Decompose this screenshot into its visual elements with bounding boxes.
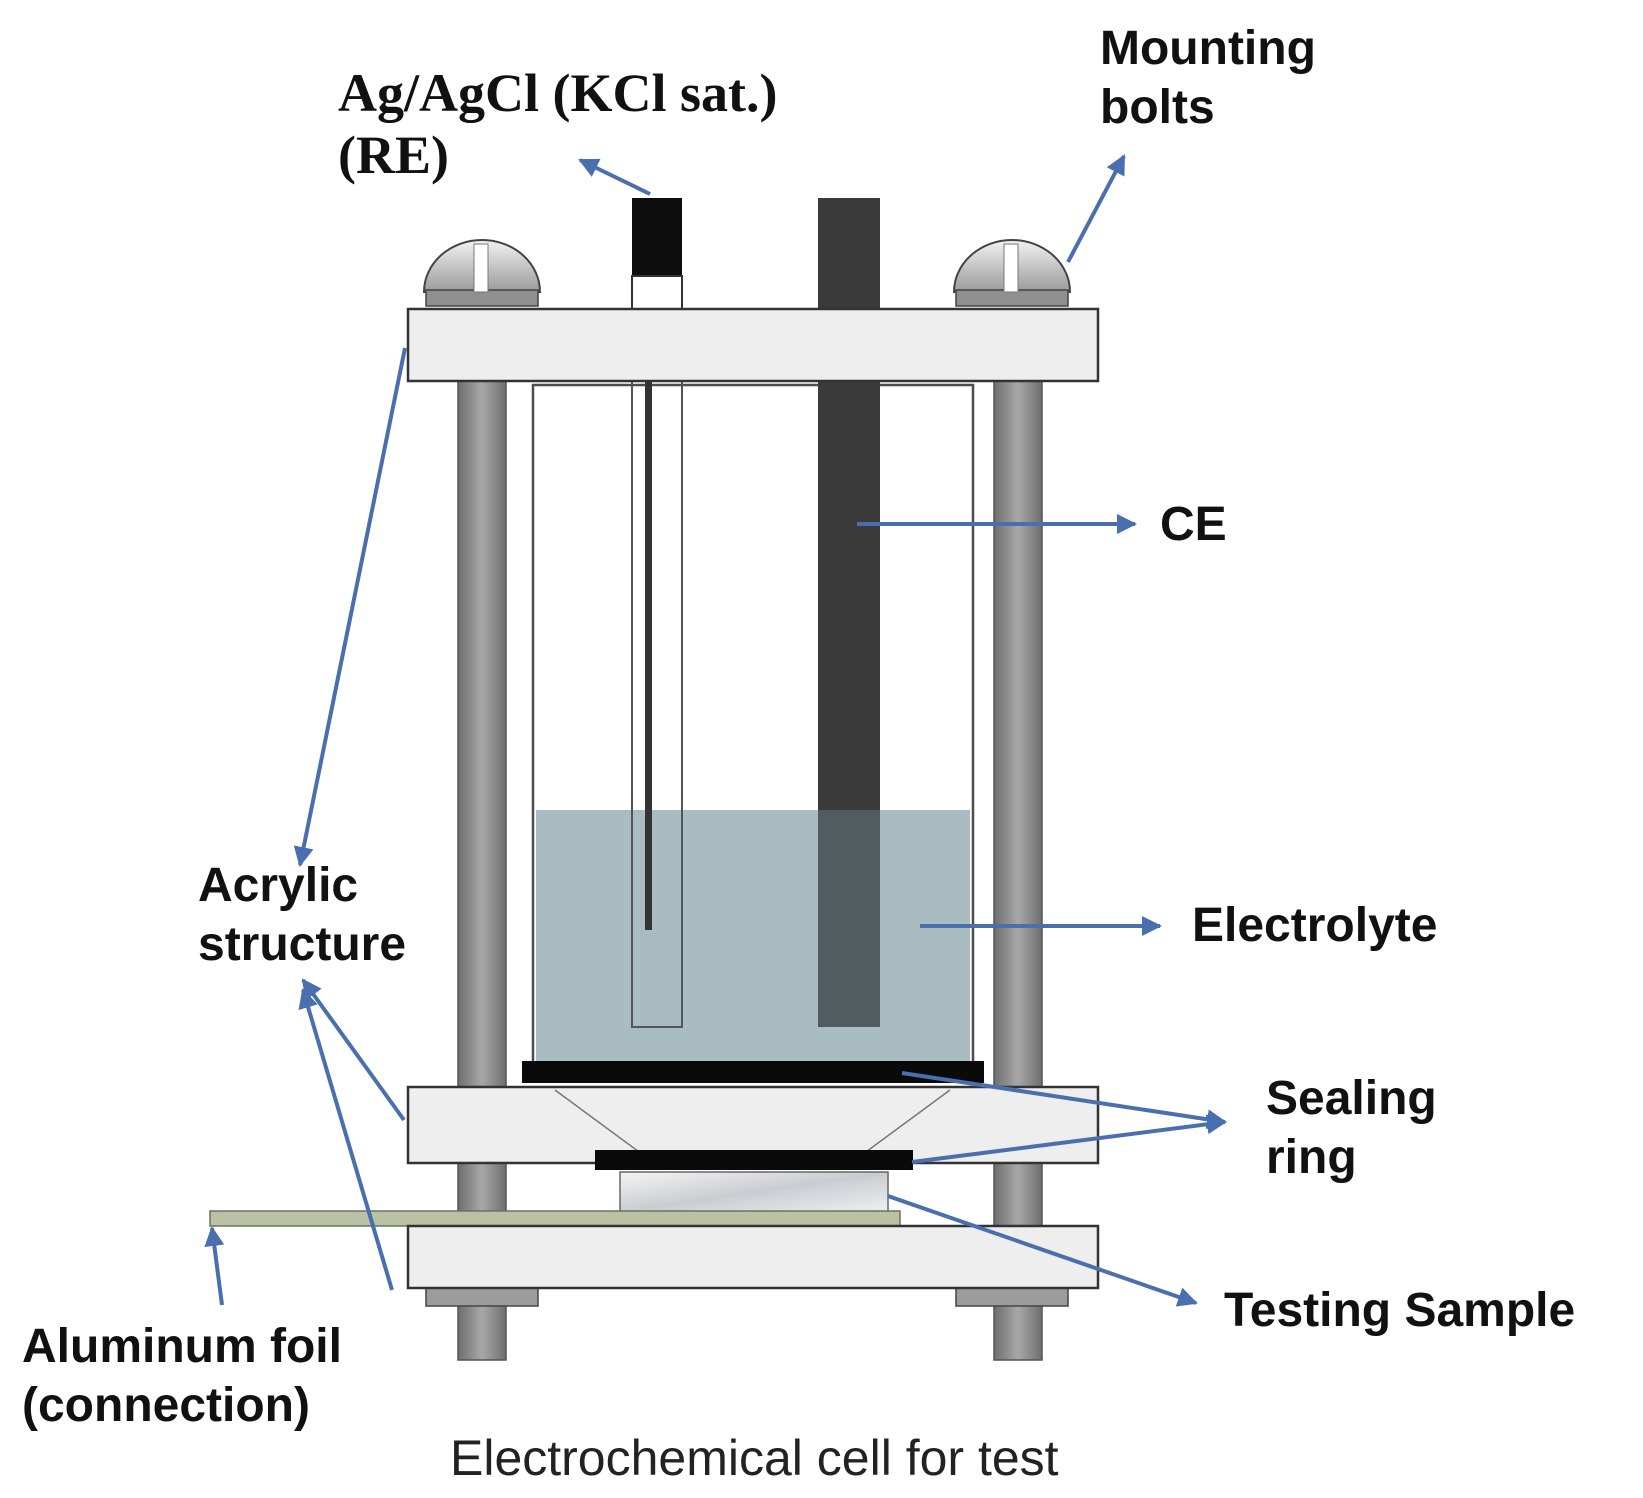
- sealing-ring-label: Sealing ring: [1266, 1070, 1437, 1187]
- aluminum-foil-label: Aluminum foil (connection): [22, 1318, 342, 1435]
- right-bottom-nut: [955, 1287, 1069, 1307]
- aluminum-foil: [209, 1210, 901, 1227]
- upper-sealing-ring: [522, 1061, 984, 1083]
- acrylic-structure-label-line1: Acrylic: [198, 859, 359, 912]
- electrolyte-label: Electrolyte: [1192, 899, 1438, 952]
- counter-electrode-upper: [818, 198, 880, 810]
- left-bottom-nut: [425, 1287, 539, 1307]
- arrow-aluminum-foil: [204, 1226, 225, 1306]
- counter-electrode-label: CE: [1160, 498, 1227, 551]
- sealing-ring-label-line2: ring: [1266, 1130, 1357, 1184]
- arrow-acrylic-middle: [301, 978, 406, 1122]
- aluminum-foil-label-line1: Aluminum foil: [22, 1320, 342, 1373]
- arrow-acrylic-top: [293, 347, 407, 867]
- reference-electrode-label-line1: Ag/AgCl (KCl sat.): [338, 63, 778, 123]
- bottom-acrylic-plate: [406, 1224, 1100, 1290]
- arrow-acrylic-bottom: [298, 988, 394, 1291]
- reference-electrode-wire: [645, 378, 652, 930]
- acrylic-structure-label: Acrylic structure: [198, 857, 406, 974]
- mounting-bolts-label-line2: bolts: [1100, 80, 1215, 134]
- reference-electrode-label-line2: (RE): [338, 125, 449, 186]
- reference-electrode-label: Ag/AgCl (KCl sat.) (RE): [338, 62, 777, 186]
- testing-sample-label: Testing Sample: [1224, 1284, 1576, 1337]
- arrow-testing-sample: [887, 1194, 1198, 1307]
- annotation-arrows: [204, 154, 1227, 1307]
- right-mounting-bolt: [952, 239, 1072, 307]
- diagram-caption: Electrochemical cell for test: [450, 1430, 1059, 1486]
- arrow-sealing-lower: [911, 1114, 1227, 1164]
- right-tie-rod: [993, 377, 1043, 1361]
- left-tie-rod: [457, 377, 507, 1361]
- arrow-sealing-upper: [901, 1071, 1227, 1130]
- counter-electrode-immersed: [818, 810, 880, 1027]
- arrow-reference-electrode: [578, 158, 651, 196]
- sealing-ring-label-line1: Sealing: [1266, 1072, 1437, 1125]
- aluminum-foil-label-line2: (connection): [22, 1378, 310, 1432]
- left-mounting-bolt: [422, 239, 542, 307]
- electrolyte: [536, 810, 970, 1063]
- lower-sealing-ring: [595, 1150, 913, 1170]
- reference-electrode-collar: [631, 275, 683, 313]
- mounting-bolts-label: Mounting bolts: [1100, 20, 1316, 137]
- testing-sample: [619, 1171, 889, 1213]
- arrow-mounting-bolts: [1066, 154, 1126, 263]
- reference-electrode-cap: [632, 198, 682, 276]
- top-acrylic-plate: [406, 307, 1100, 383]
- mounting-bolts-label-line1: Mounting: [1100, 22, 1316, 75]
- acrylic-structure-label-line2: structure: [198, 917, 407, 971]
